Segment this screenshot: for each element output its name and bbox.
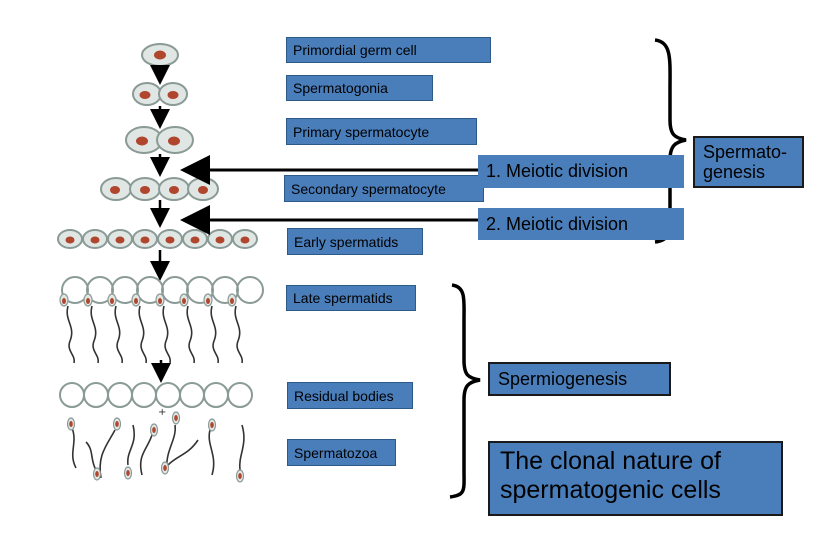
label-primordial-germ-cell: Primordial germ cell bbox=[286, 37, 491, 63]
early-spermatids-figure bbox=[57, 229, 258, 249]
primordial-germ-cell-figure bbox=[141, 43, 179, 67]
late-spermatid-tails bbox=[66, 305, 244, 364]
label-meiotic-division-2: 2. Meiotic division bbox=[478, 208, 684, 240]
label-spermatogenesis: Spermato-genesis bbox=[693, 136, 804, 188]
primary-spermatocyte-figure bbox=[125, 126, 194, 154]
label-spermatogonia: Spermatogonia bbox=[286, 75, 433, 101]
residual-bodies-figure bbox=[59, 382, 253, 408]
label-secondary-spermatocyte: Secondary spermatocyte bbox=[284, 175, 484, 202]
svg-text:+: + bbox=[158, 407, 166, 418]
label-meiotic-division-1: 1. Meiotic division bbox=[478, 155, 684, 188]
label-spermatozoa: Spermatozoa bbox=[287, 439, 396, 466]
late-spermatids-figure bbox=[61, 276, 264, 304]
label-early-spermatids: Early spermatids bbox=[287, 228, 423, 255]
label-late-spermatids: Late spermatids bbox=[286, 285, 416, 311]
label-residual-bodies: Residual bodies bbox=[287, 382, 413, 409]
spermatozoa-figure bbox=[71, 424, 245, 479]
caption-clonal-nature: The clonal nature of spermatogenic cells bbox=[488, 441, 783, 516]
secondary-spermatocyte-figure bbox=[100, 177, 219, 201]
spermatogonia-figure bbox=[132, 82, 188, 106]
label-primary-spermatocyte: Primary spermatocyte bbox=[286, 118, 477, 145]
spermatozoa-heads bbox=[66, 411, 245, 483]
spermiogenesis-brace bbox=[449, 283, 481, 499]
label-spermiogenesis: Spermiogenesis bbox=[488, 362, 671, 396]
